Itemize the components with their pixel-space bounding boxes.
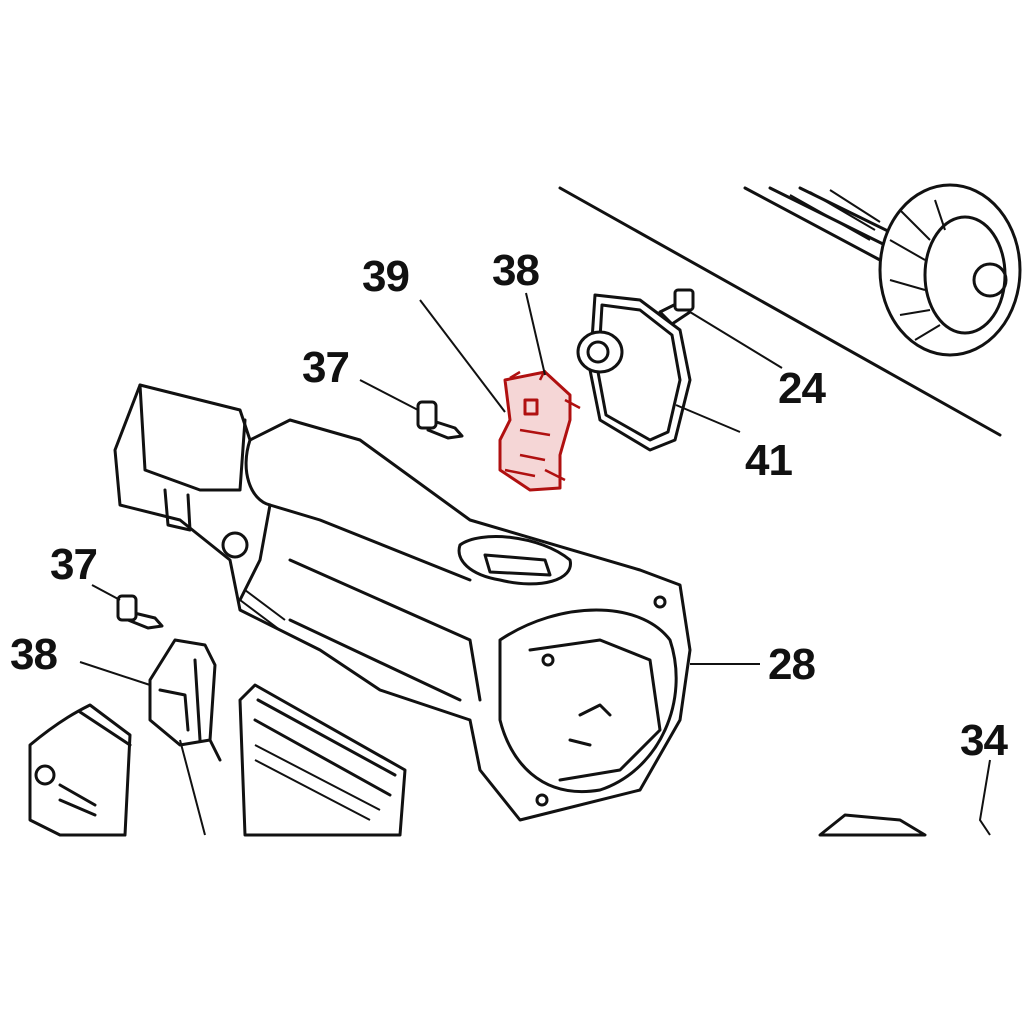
leader-38-lower — [79, 661, 151, 686]
assembly-axis-line — [558, 186, 1002, 437]
leader-37-upper — [359, 379, 419, 411]
motor-housing-28 — [113, 383, 692, 822]
leader-34 — [978, 759, 991, 836]
end-cap — [28, 703, 132, 837]
screw-37-upper — [416, 400, 464, 440]
callout-38: 38 — [492, 246, 540, 295]
callout-39: 39 — [362, 252, 410, 301]
armature-fan — [743, 183, 1022, 357]
leader-24 — [689, 311, 783, 369]
screw-37-lower — [116, 594, 164, 630]
nameplate — [238, 683, 407, 837]
switch-38-lower — [148, 638, 222, 762]
brush-plate-41 — [576, 293, 692, 452]
callout-34: 34 — [960, 716, 1008, 765]
leader-39 — [419, 299, 506, 413]
leader-41 — [675, 404, 741, 433]
callout-24: 24 — [778, 364, 826, 413]
leader-37-lower — [91, 584, 121, 601]
leader-lower-cut — [179, 739, 206, 836]
callout-41: 41 — [745, 436, 793, 485]
callout-38-lower: 38 — [10, 630, 58, 679]
callout-37-upper: 37 — [302, 343, 350, 392]
leader-38 — [525, 292, 546, 376]
part-34 — [818, 813, 927, 837]
callout-28: 28 — [768, 640, 816, 689]
callout-37-lower: 37 — [50, 540, 98, 589]
highlighted-brush-holder — [498, 369, 581, 492]
